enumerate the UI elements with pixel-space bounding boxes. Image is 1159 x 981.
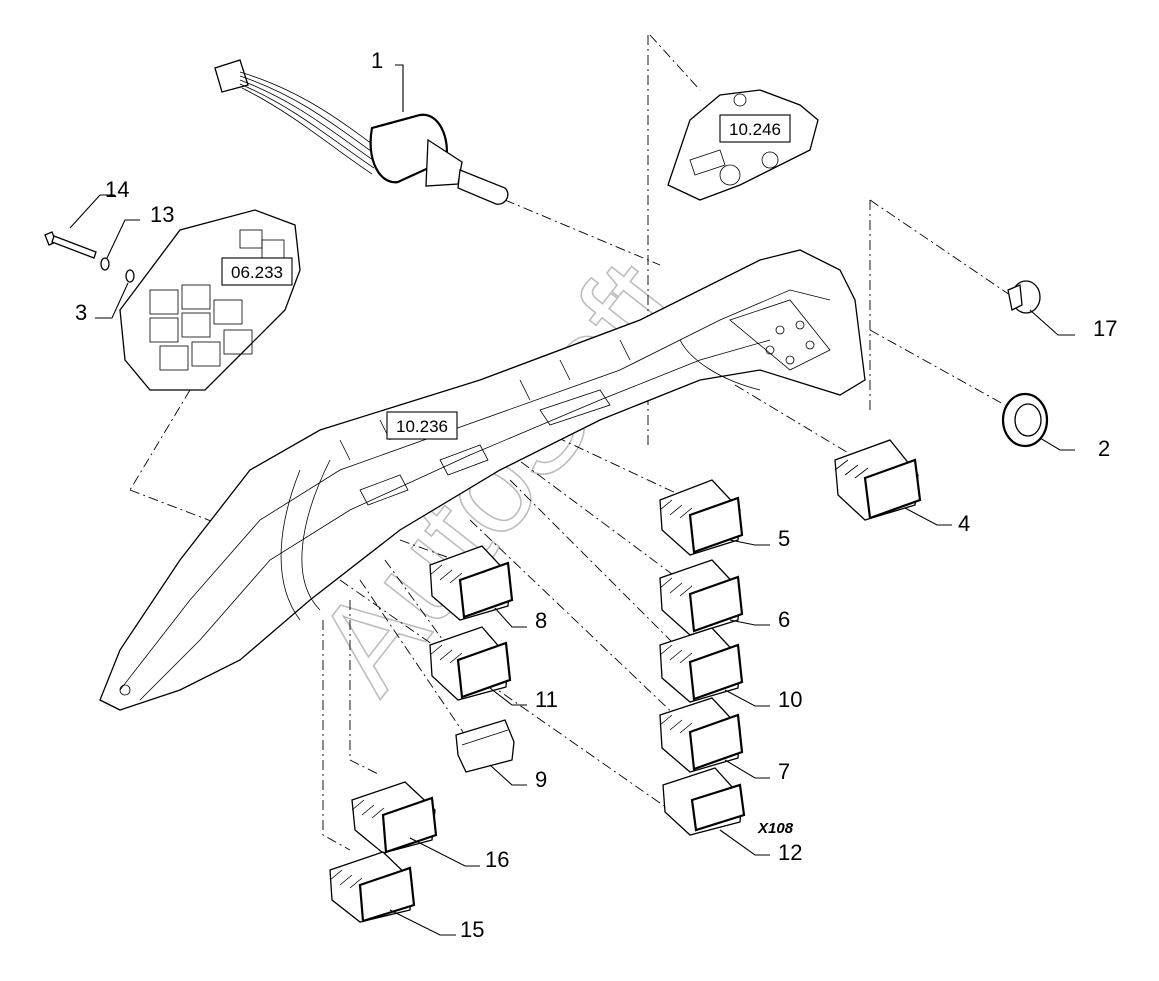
rocker-switch-11 [429,626,512,701]
rocker-switch-16 [351,781,438,854]
reference-label: 10.246 [729,120,781,139]
callout-17: 17 [1093,316,1117,341]
rocker-switch-8 [429,545,514,621]
rocker-switch-15 [329,851,416,923]
callout-8: 8 [535,608,547,633]
relay-panel-06-233 [119,209,301,391]
callout-5: 5 [778,526,790,551]
callout-14: 14 [105,177,129,202]
rocker-switch-4 [834,439,922,521]
ring-nut [1001,392,1049,448]
subassembly-10-246 [667,89,819,201]
screw-and-washers [44,231,135,283]
reference-box-10-236: 10.236 [386,411,458,440]
reference-label: 10.236 [396,417,448,436]
callout-1: 1 [371,48,383,73]
reference-label: 06.233 [231,263,283,282]
callout-2: 2 [1098,436,1110,461]
callout-10: 10 [778,687,802,712]
part-code-label: X108 [757,820,794,837]
callout-4: 4 [958,511,970,536]
rocker-switch-7 [659,697,744,773]
callout-9: 9 [535,767,547,792]
reference-box-10-246: 10.246 [719,114,791,143]
rocker-switch-6 [659,559,744,636]
rocker-switch-10 [659,627,744,703]
rocker-switch-12 [662,767,746,836]
callout-16: 16 [485,847,509,872]
callout-11: 11 [535,687,558,712]
dashboard-console [99,249,866,711]
rocker-switch-5 [659,479,744,556]
callout-12: 12 [778,840,802,865]
callout-numbers: 1 2 3 4 5 6 7 8 9 10 11 12 13 14 15 16 1… [75,48,1117,942]
callout-15: 15 [460,917,484,942]
callout-13: 13 [150,202,174,227]
callout-7: 7 [778,759,790,784]
cap [1007,280,1041,314]
leader-lines [69,64,1075,936]
blanking-plug-9 [455,719,515,773]
reference-box-06-233: 06.233 [221,257,293,286]
callout-6: 6 [778,607,790,632]
callout-3: 3 [75,300,87,325]
rotary-switch-harness [214,59,509,205]
